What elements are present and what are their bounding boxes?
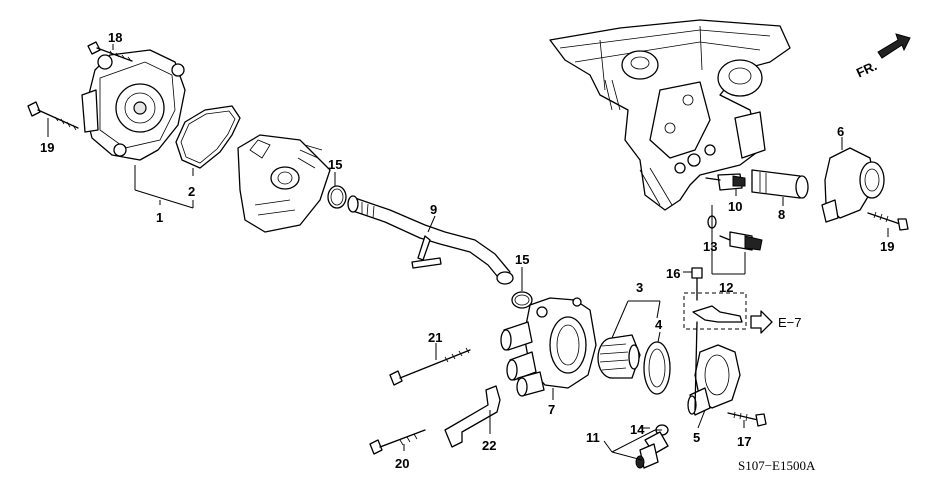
cylinder-block-section bbox=[237, 134, 331, 233]
callout-labels: 18 19 2 1 15 9 15 3 4 21 7 5 17 22 20 14… bbox=[40, 30, 894, 471]
callout-4: 4 bbox=[655, 317, 663, 332]
o-ring-15-right bbox=[511, 291, 533, 309]
o-ring-15-left bbox=[327, 185, 347, 209]
harness-bracket bbox=[692, 305, 743, 411]
reference-arrow bbox=[750, 310, 773, 334]
diagram-code: S107−E1500A bbox=[738, 458, 816, 473]
callout-9: 9 bbox=[430, 202, 437, 217]
callout-15-left: 15 bbox=[328, 157, 342, 172]
front-direction-marker: FR. bbox=[854, 33, 911, 80]
reference-dashed-box bbox=[683, 292, 747, 330]
callout-8: 8 bbox=[778, 207, 785, 222]
callout-6: 6 bbox=[837, 124, 844, 139]
callout-16: 16 bbox=[666, 266, 680, 281]
bolt-21 bbox=[389, 347, 471, 386]
front-marker-label: FR. bbox=[854, 58, 879, 80]
callout-13: 13 bbox=[703, 239, 717, 254]
bolt-20 bbox=[369, 429, 426, 455]
water-outlet-6 bbox=[821, 147, 885, 223]
callout-15-right: 15 bbox=[515, 252, 529, 267]
connecting-pipe-9 bbox=[347, 195, 514, 285]
engine-block-illustration bbox=[549, 19, 791, 211]
callout-21: 21 bbox=[428, 330, 442, 345]
callout-22: 22 bbox=[482, 438, 496, 453]
callout-2: 2 bbox=[188, 184, 195, 199]
thermostat-3 bbox=[597, 334, 641, 379]
leader-lines bbox=[47, 44, 889, 461]
water-pump bbox=[81, 49, 186, 161]
bolt-17 bbox=[727, 411, 767, 427]
bolt-19-right bbox=[867, 211, 909, 231]
callout-20: 20 bbox=[395, 456, 409, 471]
callout-19-left: 19 bbox=[40, 140, 54, 155]
gasket-2-inner bbox=[180, 110, 236, 164]
bolt-19-left bbox=[27, 101, 79, 131]
reference-label: E−7 bbox=[778, 315, 802, 330]
callout-1: 1 bbox=[156, 210, 163, 225]
callout-19-right: 19 bbox=[880, 239, 894, 254]
callout-10: 10 bbox=[728, 199, 742, 214]
bolt-18 bbox=[87, 41, 133, 62]
callout-12: 12 bbox=[719, 280, 733, 295]
pipe-8 bbox=[751, 169, 809, 199]
callout-18: 18 bbox=[108, 30, 122, 45]
gasket-4 bbox=[643, 341, 671, 395]
sensor-12 bbox=[707, 215, 763, 251]
callout-11: 11 bbox=[586, 430, 600, 445]
thermostat-cover-5 bbox=[687, 344, 741, 416]
callout-14: 14 bbox=[630, 422, 645, 437]
callout-7: 7 bbox=[548, 402, 555, 417]
callout-3: 3 bbox=[636, 280, 643, 295]
sensor-10 bbox=[705, 173, 746, 191]
callout-17: 17 bbox=[737, 434, 751, 449]
gasket-2 bbox=[175, 105, 241, 169]
bracket-22 bbox=[444, 385, 501, 448]
bolt-16 bbox=[691, 267, 703, 301]
callout-5: 5 bbox=[693, 430, 700, 445]
thermostat-housing-7 bbox=[500, 297, 597, 397]
